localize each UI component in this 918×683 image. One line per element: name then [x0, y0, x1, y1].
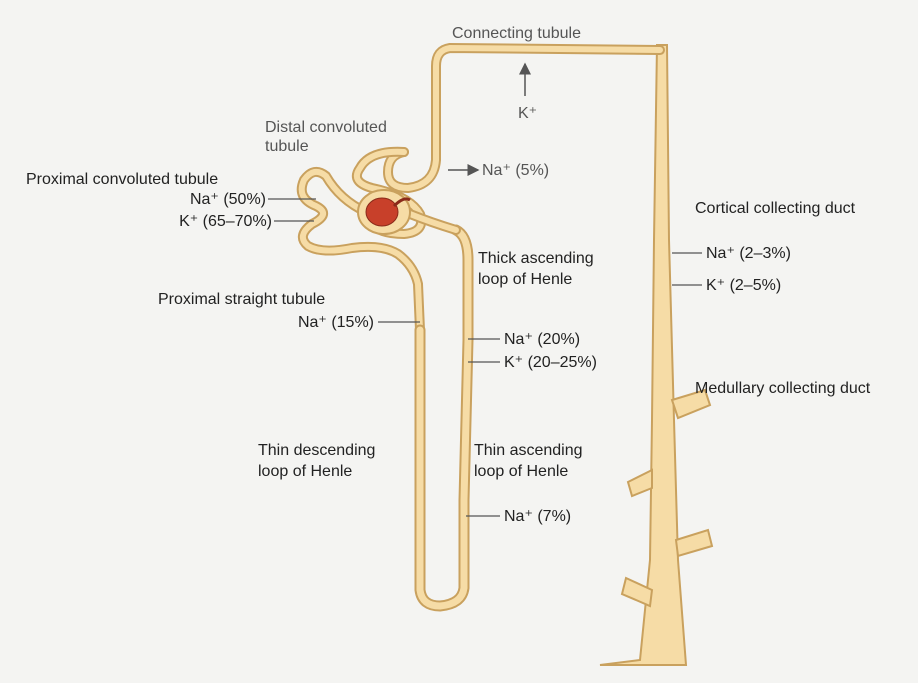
- duct-branch: [628, 470, 652, 496]
- cortical-na-label: Na⁺ (2–3%): [706, 244, 791, 263]
- distal-convoluted-label-line2: tubule: [265, 137, 309, 156]
- cortical-k-label: K⁺ (2–5%): [706, 276, 781, 295]
- thick-ascending-label-line1: Thick ascending: [478, 249, 594, 268]
- duct-branch: [676, 530, 712, 556]
- thick-na-label: Na⁺ (20%): [504, 330, 580, 349]
- connecting-tubule-label: Connecting tubule: [452, 24, 581, 43]
- proximal-convoluted-label: Proximal convoluted tubule: [26, 170, 218, 189]
- proximal-na-label: Na⁺ (50%): [168, 190, 266, 209]
- medullary-collecting-duct-label: Medullary collecting duct: [695, 379, 870, 398]
- thin-descending-label-line1: Thin descending: [258, 441, 375, 460]
- connecting-k-label: K⁺: [518, 104, 537, 123]
- cortical-collecting-duct-label: Cortical collecting duct: [695, 199, 855, 218]
- distal-na-label: Na⁺ (5%): [482, 161, 549, 180]
- thick-k-label: K⁺ (20–25%): [504, 353, 597, 372]
- thin-ascending-label-line1: Thin ascending: [474, 441, 583, 460]
- thin-descending-label-line2: loop of Henle: [258, 462, 352, 481]
- proximal-straight-label: Proximal straight tubule: [158, 290, 325, 309]
- thin-ascending-na-label: Na⁺ (7%): [504, 507, 571, 526]
- proximal-k-label: K⁺ (65–70%): [148, 212, 272, 231]
- glomerulus: [358, 190, 410, 234]
- thin-ascending-label-line2: loop of Henle: [474, 462, 568, 481]
- collecting-duct: [600, 45, 712, 665]
- distal-convoluted-label-line1: Distal convoluted: [265, 118, 387, 137]
- thick-ascending-label-line2: loop of Henle: [478, 270, 572, 289]
- proximal-straight-na-label: Na⁺ (15%): [266, 313, 374, 332]
